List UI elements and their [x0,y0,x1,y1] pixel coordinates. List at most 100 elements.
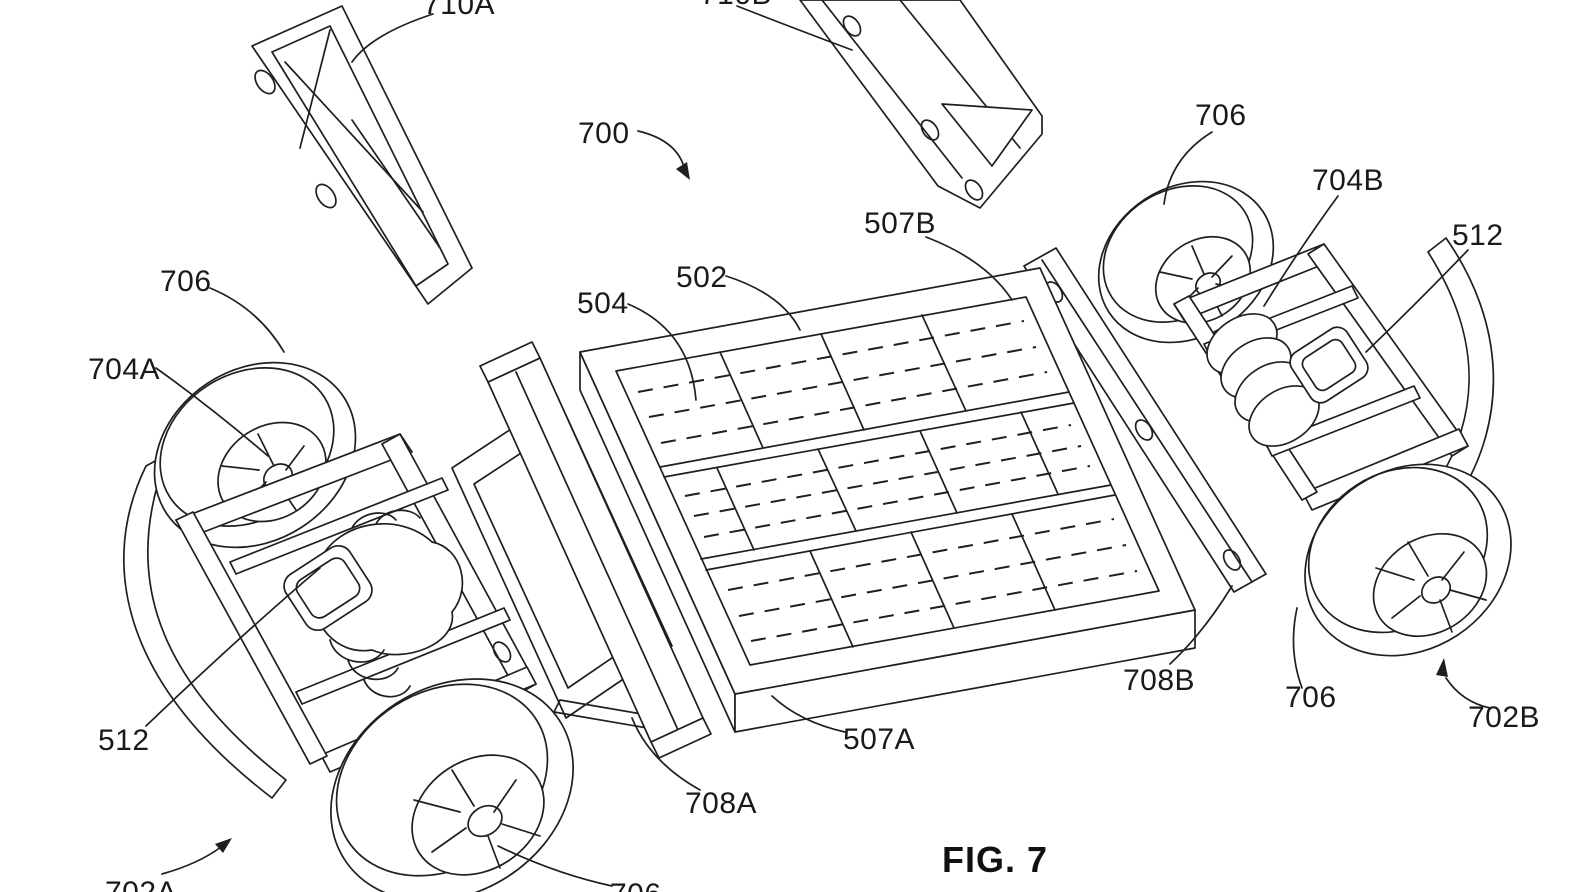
bolt-hole [1222,549,1242,571]
ref-label-504: 504 [577,287,629,320]
motor-housing-inner [1301,338,1357,392]
ref-label-512-front: 512 [98,724,150,757]
motor-housing-512 [1289,326,1369,404]
rail-edge [515,371,679,731]
spoke [1375,567,1415,581]
leader-512-rear [1365,249,1469,353]
drive-rib [375,509,421,525]
drive-rib [347,659,399,681]
band-separator [663,402,1075,478]
bracket-web [351,119,441,249]
spoke [1449,589,1487,601]
cell-line [750,570,1138,642]
rear-corner-assembly-702b [1097,180,1512,657]
spoke [431,827,467,853]
ref-label-704a: 704A [88,353,160,386]
leader-512-front [145,567,321,727]
leader-706-front-upper [209,287,285,353]
ref-label-710a: 710A [423,0,495,21]
cell-line [693,445,1082,517]
bracket-outline [799,0,1043,209]
bracket-web [299,29,331,149]
ref-label-708a: 708A [685,787,757,820]
leader-706-rear-lower [1292,607,1303,689]
front-corner-assembly-702a [123,361,574,892]
ref-label-512-rear: 512 [1452,219,1504,252]
leader-502 [725,275,801,331]
subframe-crossmember [229,477,449,575]
bolt-hole [920,119,940,141]
spoke [1191,245,1205,275]
side-rail-708b [1023,247,1267,593]
spoke [257,433,275,467]
reference-arrows [161,130,1491,875]
subframe-rail [175,511,328,765]
module-divider [716,467,755,551]
ref-label-708b: 708B [1123,664,1195,697]
battery-pack [579,267,1196,733]
cell-line [684,424,1072,497]
module-divider [809,550,854,648]
spoke [1407,541,1429,577]
spoke [285,445,305,471]
hub [1420,576,1452,604]
spoke [1391,595,1421,619]
bolt-hole [842,15,862,37]
rail-outline [1023,247,1267,593]
cell-line [637,320,1025,393]
spoke [221,465,260,471]
bracket-channel [271,25,449,287]
bolt-hole [964,179,984,201]
cell-line [648,346,1037,418]
ref-label-700: 700 [578,117,630,150]
front-drive-unit-704a [283,509,464,698]
module-divider [719,351,764,449]
leader-704a [155,367,269,457]
cell-line [727,518,1115,591]
ref-label-710b: 710B [700,0,772,11]
leader-507b [925,236,1013,301]
ref-label-507b: 507B [864,207,936,240]
leader-706-rear-upper [1163,131,1213,205]
module-divider [817,448,857,532]
motor-housing-512 [283,544,373,632]
gusset-plate [941,103,1033,167]
leader-507a [771,695,846,733]
front-lower-wheel [330,678,574,892]
spoke [1441,551,1465,581]
motor-housing-inner [295,557,361,619]
ref-label-706-rear-upper: 706 [1195,99,1247,132]
ref-label-702b: 702B [1468,701,1540,734]
bracket-web [284,61,424,213]
bolt-hole [492,641,512,663]
rear-lower-wheel [1304,463,1512,657]
pack-frame-inner [615,296,1160,666]
ref-label-702a: 702A [105,876,177,892]
hub [467,804,503,838]
front-rail-504 [479,341,712,759]
spoke [1211,255,1233,278]
leader-710b [736,5,853,51]
reference-numerals: 710A 710B 700 706 704B 512 507B 502 504 … [88,0,1540,892]
ref-label-706-front-lower: 706 [610,878,662,892]
ref-label-706-rear-lower: 706 [1285,681,1337,714]
drive-rib [351,512,397,529]
spoke [487,835,501,869]
figure-caption: FIG. 7 [942,839,1048,880]
bolt-hole [315,183,337,209]
leader-710a [351,13,434,63]
band-separator [700,484,1112,560]
cell-line [738,544,1127,617]
leader-708b [1169,585,1233,665]
arrow-702b-tail [1445,677,1491,709]
ref-label-706-front-upper: 706 [160,265,212,298]
cell-line [703,465,1091,538]
leader-504 [627,303,697,401]
spoke [413,799,461,813]
bolt-hole [254,69,276,95]
bracket-outline [251,5,473,305]
bracket-710a [251,5,473,305]
drive-rib [329,639,385,663]
